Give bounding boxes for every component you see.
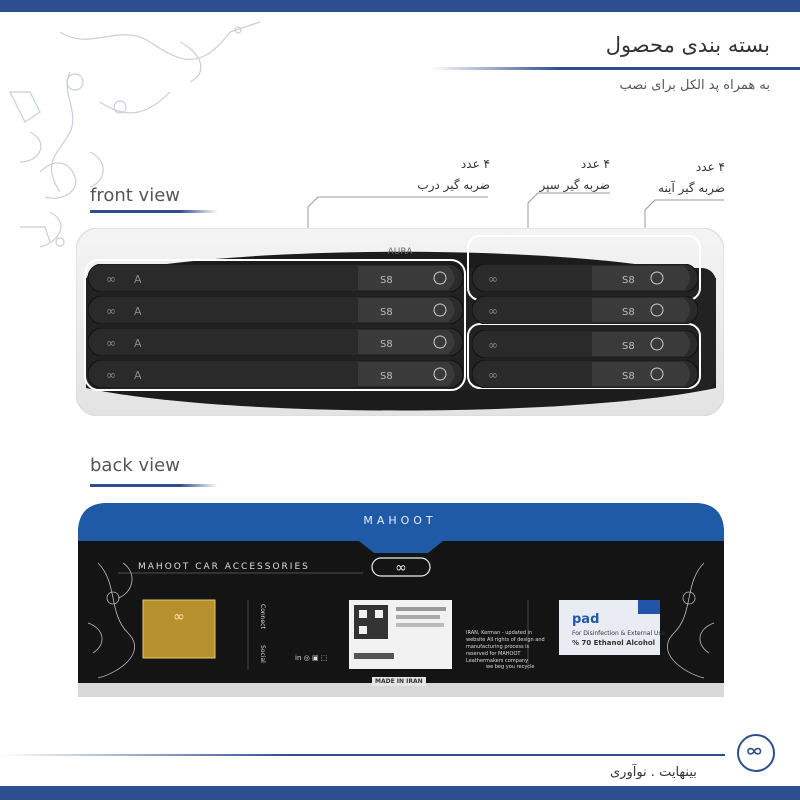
tray-imprint: AURA [388,247,414,257]
back-view-card: ∞ ∞ [78,503,724,697]
bumper-strip-2: ∞ S8 [472,296,698,324]
callout-bumper-count: ۴ عدد [580,157,610,171]
svg-text:S8: S8 [622,371,635,382]
back-social-icons: in ◎ ▣ ⬚ [295,654,328,662]
svg-text:∞: ∞ [106,272,116,286]
mirror-strip-2: ∞ S8 [472,360,698,388]
svg-text:S8: S8 [380,307,393,318]
title-underline [430,67,800,70]
page-subtitle: به همراه پد الکل برای نصب [619,78,770,93]
bumper-strip-1: ∞ S8 [472,264,698,292]
svg-text:∞: ∞ [488,304,498,318]
svg-text:A: A [134,337,142,350]
footer-line [0,754,725,756]
svg-text:S8: S8 [622,275,635,286]
svg-text:∞: ∞ [173,609,185,625]
door-strip-4: ∞ A S8 [88,360,463,388]
svg-text:A: A [134,273,142,286]
back-social: Social [259,645,266,663]
page-title: بسته بندی محصول [605,33,770,57]
back-view-underline [90,484,218,487]
callout-bumper-label: ضربه گیر سپر [539,178,610,192]
svg-text:∞: ∞ [106,336,116,350]
back-connect: Connect [259,604,266,629]
callout-mirror-count: ۴ عدد [695,160,725,174]
front-view-label: front view [90,185,180,206]
svg-text:∞: ∞ [488,368,498,382]
pad-line1: For Disinfection & External Use [572,630,666,637]
back-tagline: MAHOOT CAR ACCESSORIES [138,562,310,572]
svg-text:∞: ∞ [106,304,116,318]
back-view-label: back view [90,455,180,476]
mirror-strip-1: ∞ S8 [472,330,698,358]
svg-text:∞: ∞ [395,560,407,576]
top-accent-bar [0,0,800,12]
callout-mirror: ۴ عدد ضربه گیر آینه [658,157,725,199]
door-strip-1: ∞ A S8 [88,264,463,292]
door-strip-2: ∞ A S8 [88,296,463,324]
back-brand: MAHOOT [363,514,437,527]
svg-text:S8: S8 [380,339,393,350]
svg-text:S8: S8 [380,371,393,382]
callout-door-count: ۴ عدد [460,157,490,171]
svg-text:∞: ∞ [488,338,498,352]
callout-door: ۴ عدد ضربه گیر درب [417,154,490,196]
svg-text:∞: ∞ [488,272,498,286]
line-art-decoration [9,21,261,248]
svg-text:A: A [134,369,142,382]
callout-mirror-label: ضربه گیر آینه [658,181,725,195]
footer-brand-text: بینهایت . نوآوری [610,765,697,780]
bottom-accent-bar [0,786,800,800]
pad-brand: pad [572,612,600,627]
door-strip-3: ∞ A S8 [88,328,463,356]
svg-text:∞: ∞ [106,368,116,382]
back-made-in: MADE IN IRAN [372,677,426,686]
callout-door-label: ضربه گیر درب [417,178,490,192]
svg-text:S8: S8 [380,275,393,286]
pad-line2: % 70 Ethanol Alcohol [572,639,656,647]
back-recycle: we beg you recycle [486,664,535,670]
back-info-en: IRAN, Kerman - updated in website All ri… [466,630,545,664]
svg-text:S8: S8 [622,341,635,352]
svg-text:A: A [134,305,142,318]
infinity-icon [737,734,775,772]
front-view-underline [90,210,218,213]
callout-bumper: ۴ عدد ضربه گیر سپر [540,154,610,196]
svg-text:S8: S8 [622,307,635,318]
